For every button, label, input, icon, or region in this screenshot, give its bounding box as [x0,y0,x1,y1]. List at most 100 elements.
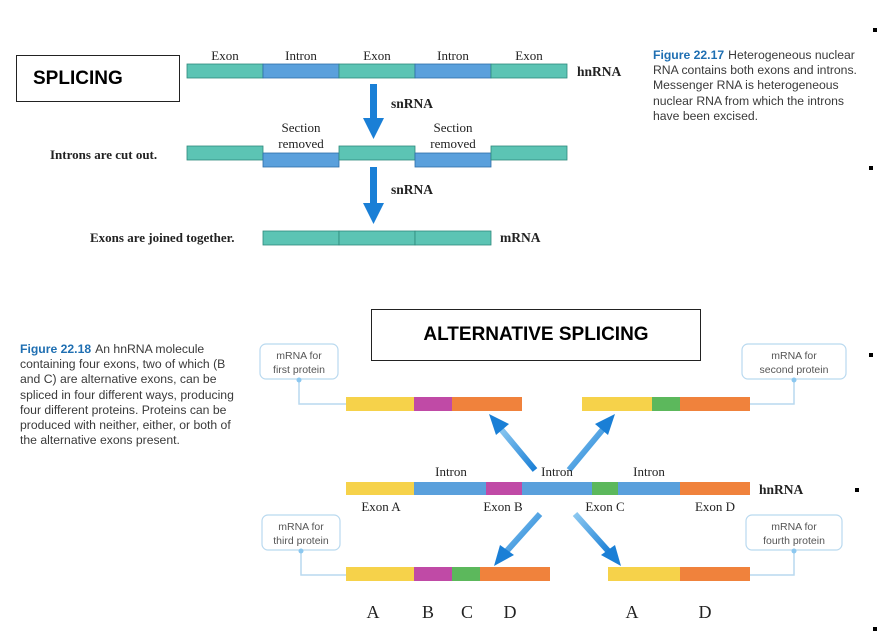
exon-a [346,482,414,495]
mrna-fourth-protein [608,567,750,581]
hnrna-alt-bar [346,482,750,495]
intron-segment [414,63,492,79]
exon-label: Exon C [585,499,624,514]
segment-label: Exon [515,48,543,63]
snrna-label: snRNA [391,182,433,197]
exon-segment [490,145,568,161]
mrna-label: mRNA [500,230,541,245]
hnrna-alt-label: hnRNA [759,482,804,497]
exon-letter: D [504,602,517,622]
snrna-label: snRNA [391,96,433,111]
callout-line: second protein [760,364,829,376]
section-removed-label: removed [430,136,476,151]
exon-d [680,567,750,581]
down-arrow-icon [363,84,384,139]
exon-b [486,482,522,495]
segment-label: Intron [437,48,469,63]
exon-segment [262,230,340,246]
alternative-splicing-title-box: ALTERNATIVE SPLICING [371,309,701,361]
callout-first-protein: mRNA for first protein [259,343,346,405]
exon-segment [414,230,492,246]
arrow-up-right-icon [566,414,615,472]
exon-d [680,397,750,411]
exon-letter: D [699,602,712,622]
margin-mark [873,627,877,631]
mrna-second-protein [582,397,750,411]
segment-label: Exon [363,48,391,63]
callout-line: mRNA for [276,350,322,362]
exon-segment [338,63,416,79]
figure-22-18-text: An hnRNA molecule containing four exons,… [20,342,234,448]
intron-label: Intron [633,464,665,479]
margin-mark [869,166,873,170]
exon-segment [186,145,264,161]
exon-letter: A [626,602,639,622]
figure-22-17-label: Figure 22.17 [653,48,725,62]
exon-c [452,567,480,581]
intron-segment [262,63,340,79]
exon-a [346,567,414,581]
down-arrow-icon [363,167,384,224]
splicing-title: SPLICING [33,67,123,89]
callout-second-protein: mRNA for second protein [741,343,847,405]
intron-segment [414,482,486,495]
exon-letter: A [367,602,380,622]
callout-line: fourth protein [763,535,825,547]
exon-letter: C [461,602,473,622]
figure-22-17-text: Heterogeneous nuclear RNA contains both … [653,48,857,123]
intron-segment [618,482,680,495]
exon-label: Exon A [361,499,401,514]
arrow-down-left-icon [494,511,543,566]
intron-label: Intron [541,464,573,479]
splicing-title-box: SPLICING [16,55,180,102]
intron-label: Intron [435,464,467,479]
removed-intron-segment [262,152,340,168]
step-introns-cut-label: Introns are cut out. [50,147,157,162]
step-exons-joined-label: Exons are joined together. [90,230,234,245]
callout-line: first protein [273,364,325,376]
exon-a [608,567,680,581]
exon-a [346,397,414,411]
mrna-third-protein [346,567,550,581]
exon-d [480,567,550,581]
section-removed-label: Section [282,120,321,135]
exon-c [592,482,618,495]
exon-letter: B [422,602,434,622]
intron-segment [522,482,592,495]
exon-d [452,397,522,411]
margin-mark [873,28,877,32]
segment-label: Exon [211,48,239,63]
exon-label: Exon D [695,499,735,514]
figure-22-18-label: Figure 22.18 [20,342,92,356]
arrow-down-right-icon [572,511,621,566]
exon-c [652,397,680,411]
exon-segment [338,145,416,161]
exon-d [680,482,750,495]
margin-mark [869,353,873,357]
exon-segment [186,63,264,79]
exon-a [582,397,652,411]
exon-segment [338,230,416,246]
exon-b [414,567,452,581]
mrna-first-protein [346,397,522,411]
callout-line: mRNA for [278,521,324,533]
callout-third-protein: mRNA for third protein [261,514,346,576]
margin-mark [855,488,859,492]
exon-label: Exon B [483,499,523,514]
alternative-splicing-title: ALTERNATIVE SPLICING [423,324,649,345]
callout-line: third protein [273,535,329,547]
callout-fourth-protein: mRNA for fourth protein [745,514,843,576]
mrna-bar [262,230,492,246]
callout-line: mRNA for [771,350,817,362]
cut-row [186,145,568,168]
exon-segment [490,63,568,79]
segment-label: Intron [285,48,317,63]
removed-intron-segment [414,152,492,168]
exon-b [414,397,452,411]
section-removed-label: Section [434,120,473,135]
section-removed-label: removed [278,136,324,151]
